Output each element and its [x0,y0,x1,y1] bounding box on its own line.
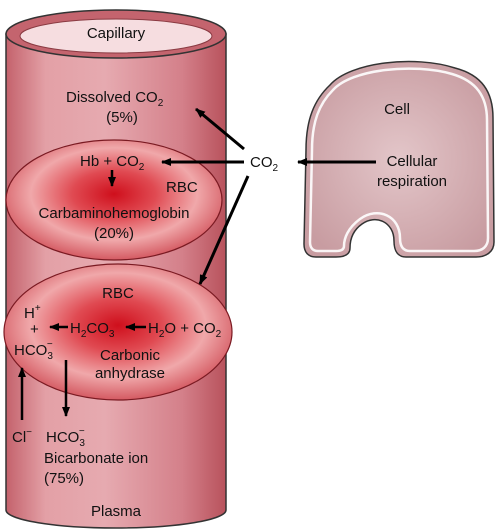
cell-title: Cell [384,101,410,118]
red-blood-cell-lower [3,263,233,401]
rbc1-label: RBC [166,179,198,196]
bicarbonate-ion-label: Bicarbonate ion [44,450,148,467]
rbc2-label: RBC [102,285,134,302]
plasma-label: Plasma [91,503,142,520]
water-plus-co2: H2O + CO2 [148,320,222,340]
h-plus-ion: H+ [24,303,41,322]
capillary-title: Capillary [87,25,146,42]
bicarbonate-percent: (75%) [44,470,84,487]
carbonic-anhydrase-line2: anhydrase [95,365,165,382]
dissolved-percent: (5%) [106,109,138,126]
tissue-cell-membrane [308,67,490,253]
respiration-line2: respiration [377,173,447,190]
tissue-cell [303,60,495,258]
hco3-in-rbc: HCO3− [14,339,53,362]
carbamino-percent: (20%) [94,225,134,242]
arrow-co2-to-dissolved [195,107,245,151]
carbonic-anhydrase-line1: Carbonic [100,347,161,364]
dissolved-co2-label: Dissolved CO2 [66,89,164,109]
capillary-lumen [19,18,213,54]
co2-hub-label: CO2 [250,154,279,174]
carbonic-acid: H2CO3 [70,320,115,340]
red-blood-cell-upper [5,139,223,261]
carbaminohemoglobin-label: Carbaminohemoglobin [39,205,190,222]
plus-sign: + [30,321,39,338]
hb-co2-reaction: Hb + CO2 [80,153,145,173]
respiration-line1: Cellular [387,153,438,170]
chloride-ion: Cl− [12,427,32,446]
hco3-in-plasma: HCO3− [46,426,85,449]
arrow-co2-to-rbc2 [198,175,250,285]
